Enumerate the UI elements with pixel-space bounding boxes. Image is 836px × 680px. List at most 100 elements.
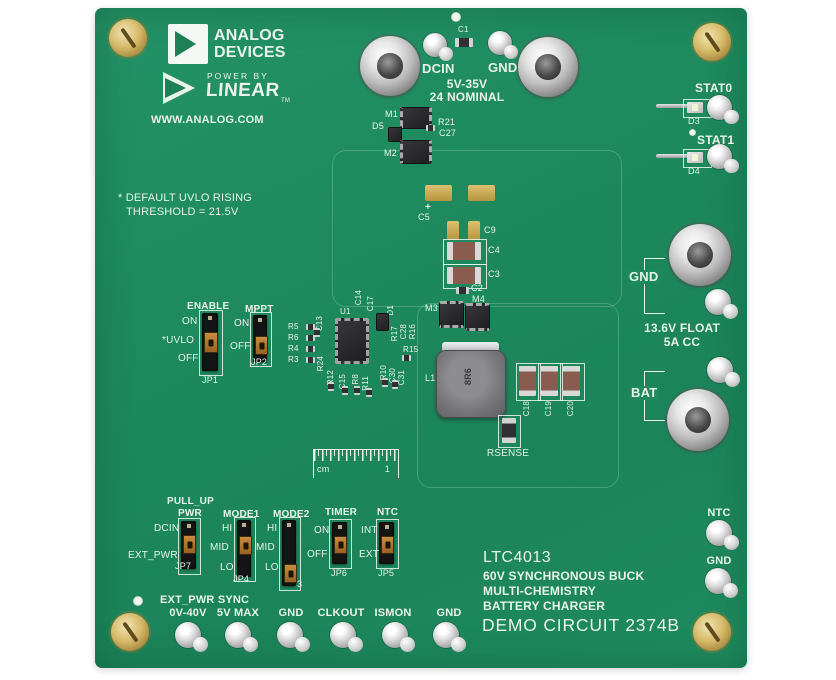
pad-c9-right — [468, 221, 480, 240]
d3-label: D3 — [688, 116, 700, 126]
jp5-label: JP5 — [378, 568, 395, 578]
testpoint-gnd1 — [277, 622, 310, 653]
uvlo-note-line1: * DEFAULT UVLO RISING — [118, 192, 252, 204]
ref-c5: C5 — [418, 212, 430, 222]
ref-rsense: RSENSE — [486, 448, 530, 459]
jp3-outline — [279, 517, 301, 591]
ntc-tp-label: NTC — [707, 507, 731, 519]
stat1-label: STAT1 — [697, 133, 735, 147]
gnd-bracket — [644, 258, 665, 314]
ntc-ext-label: EXT — [359, 549, 380, 560]
input-range-label: 5V-35V — [446, 77, 488, 91]
mppt-off-label: OFF — [230, 341, 251, 352]
demo-circuit-label: DEMO CIRCUIT 2374B — [482, 615, 680, 635]
title-line3: MULTI-CHEMISTRY — [483, 584, 596, 598]
board-hole-stat — [689, 129, 696, 136]
tp-label-gnd1: GND — [278, 607, 304, 619]
ntc-int-label: INT — [361, 525, 378, 536]
mode2-lo-label: LO — [265, 562, 279, 573]
ref-r3: R3 — [288, 355, 299, 364]
gnd-input-label: GND — [488, 60, 518, 75]
ref-c3: C3 — [488, 269, 500, 279]
mounting-screw-top-left — [109, 19, 147, 57]
stat1-trace — [656, 154, 688, 158]
c18-outline — [516, 363, 541, 401]
ref-c1: C1 — [458, 25, 469, 34]
dcin-label: DCIN — [422, 61, 455, 76]
c20-outline — [560, 363, 585, 401]
jp1-outline — [199, 310, 223, 376]
jp7-label: JP7 — [175, 561, 192, 571]
pad-c5-left — [425, 185, 452, 201]
d4-led — [687, 152, 703, 163]
ref-r6: R6 — [288, 333, 299, 342]
jp6-outline — [329, 519, 352, 569]
silkscreen-ruler: cm 1 — [313, 449, 399, 478]
cap-c4 — [447, 242, 481, 260]
testpoint-clkout — [330, 622, 363, 653]
jp1-shunt — [204, 332, 218, 353]
rating-line2: 5A CC — [663, 335, 701, 349]
diode-d5 — [388, 127, 402, 142]
gnd-output-label: GND — [627, 269, 661, 285]
ntc-testpoint — [706, 520, 739, 551]
enable-on-label: ON — [182, 316, 198, 327]
ref-d5: D5 — [372, 121, 384, 131]
jp5-outline — [376, 519, 399, 569]
mode1-title: MODE1 — [223, 509, 260, 520]
jp6-label: JP6 — [331, 568, 348, 578]
cap-c2 — [456, 287, 469, 294]
tp-label-ismon: ISMON — [374, 607, 412, 619]
enable-title: ENABLE — [187, 301, 230, 312]
dcin-testpoint — [423, 33, 454, 61]
uvlo-note-line2: THRESHOLD = 21.5V — [126, 206, 239, 218]
ref-c4: C4 — [488, 245, 500, 255]
jp5-shunt — [381, 536, 394, 554]
jp7-outline — [178, 518, 201, 575]
gnd-input-testpoint — [488, 31, 519, 59]
jp3-shunt — [284, 564, 297, 583]
timer-title: TIMER — [325, 507, 358, 518]
tp-label-5vmax: 5V MAX — [216, 607, 260, 619]
stat0-label: STAT0 — [695, 81, 733, 95]
pullup-dcin-label: DCIN — [154, 523, 180, 534]
mppt-title: MPPT — [245, 304, 274, 315]
pullup-ext-label: EXT_PWR — [128, 550, 178, 561]
linear-wordmark: LINEAR — [205, 80, 281, 101]
testpoint-ismon — [382, 622, 415, 653]
mounting-screw-bottom-left — [111, 613, 149, 651]
website-label: WWW.ANALOG.COM — [151, 114, 264, 126]
ref-r16: R16 — [408, 324, 417, 340]
c19-outline — [538, 363, 563, 401]
jp4-label: JP4 — [233, 574, 250, 584]
testpoint-5vmax — [225, 622, 258, 653]
tp-label-0v40v: 0V-40V — [169, 607, 207, 619]
mode1-hi-label: HI — [222, 523, 233, 534]
ref-m4: M4 — [472, 294, 485, 304]
ref-c31: C31 — [397, 370, 406, 386]
board-hole-top — [451, 12, 461, 22]
ref-m1: M1 — [385, 109, 398, 119]
res-small-3 — [354, 386, 360, 395]
mppt-on-label: ON — [234, 318, 250, 329]
ref-c14: C14 — [354, 290, 363, 306]
jp2-outline — [250, 312, 272, 367]
ref-c19: C19 — [544, 401, 553, 417]
ref-l1: L1 — [425, 373, 436, 383]
d4-label: D4 — [688, 166, 700, 176]
gnd-br-testpoint — [705, 568, 738, 599]
title-line2: 60V SYNCHRONOUS BUCK — [483, 569, 645, 583]
input-nominal-label: 24 NOMINAL — [429, 90, 505, 104]
pad-c5-right — [468, 185, 495, 201]
jp1-label: JP1 — [202, 375, 219, 385]
ref-c27: C27 — [439, 128, 457, 138]
ruler-mark-1: 1 — [384, 464, 390, 474]
res-r4 — [306, 346, 315, 352]
linear-trademark: TM — [281, 98, 291, 104]
ref-r8: R8 — [351, 374, 360, 385]
res-small-1 — [328, 382, 334, 391]
res-r5 — [306, 324, 315, 330]
ref-c9: C9 — [484, 225, 496, 235]
ref-r5: R5 — [288, 322, 299, 331]
ref-r4: R4 — [288, 344, 299, 353]
